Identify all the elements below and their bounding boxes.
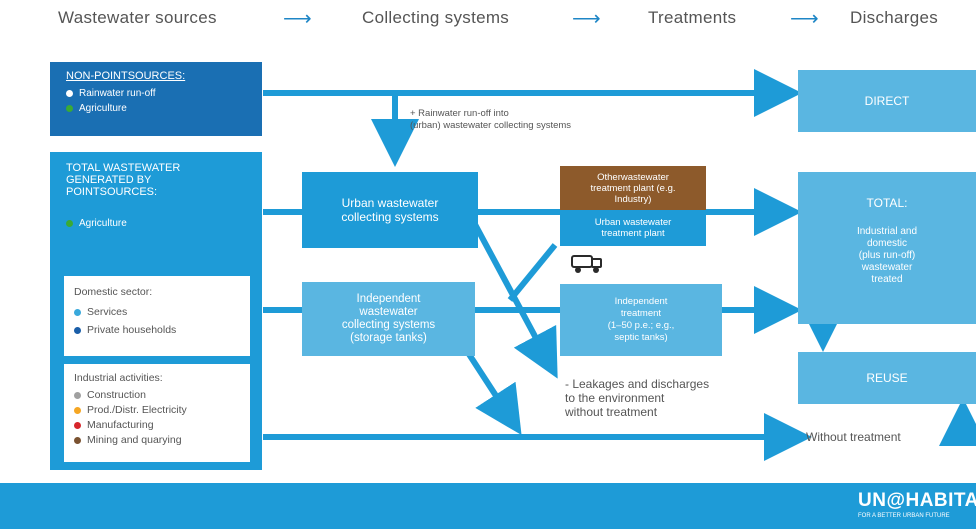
annotation-line: to the environment [565, 391, 665, 405]
annotation-line: - Leakages and discharges [565, 377, 710, 391]
green-dot-icon [66, 219, 73, 227]
red-dot-icon [74, 421, 81, 429]
un-habitat-logo: UN@HABITAT [858, 490, 976, 511]
direct-discharge-box: DIRECT [798, 70, 976, 132]
urban-collecting-box: Urban wastewater collecting systems [302, 172, 478, 248]
brown-dot-icon [74, 436, 81, 444]
industrial-panel: Industrial activities: Construction Prod… [64, 364, 250, 462]
box-line: Independent [614, 296, 668, 307]
truck-icon [571, 253, 603, 280]
box-line: wastewater [861, 262, 913, 273]
box-line: Industry) [614, 193, 652, 205]
box-line: treatment [620, 308, 662, 319]
domestic-sector-panel: Domestic sector: Services Private househ… [64, 276, 250, 356]
independent-collecting-box: Independent wastewater collecting system… [302, 282, 475, 356]
reuse-box: REUSE [798, 352, 976, 404]
industrial-item: Construction [87, 389, 146, 401]
box-line: domestic [866, 238, 907, 249]
nonpoint-sources-box: NON-POINTSOURCES: Rainwater run-off Agri… [50, 62, 262, 136]
header-collecting: Collecting systems [362, 8, 510, 27]
total-item: Agriculture [79, 218, 127, 229]
box-line: wastewater [359, 306, 418, 318]
box-line: Industrial and [856, 226, 918, 237]
total-title-line: POINTSOURCES: [66, 186, 158, 198]
orange-dot-icon [74, 406, 81, 414]
arrow-right-icon: ⟶ [790, 8, 819, 30]
total-title-line: TOTAL WASTEWATER [66, 162, 181, 174]
total-title-line: GENERATED BY [66, 174, 152, 186]
header-discharges: Discharges [850, 8, 939, 27]
nonpoint-item: Rainwater run-off [79, 88, 156, 99]
box-line: Urban wastewater [341, 196, 439, 210]
domestic-item: Private households [87, 324, 177, 336]
independent-treatment-box: Independent treatment (1–50 p.e.; e.g., … [560, 284, 722, 356]
box-line: (1–50 p.e.; e.g., [607, 320, 675, 331]
gray-dot-icon [74, 391, 81, 399]
box-line: Urban wastewater [594, 217, 672, 228]
annotation-line: + Rainwater run-off into [410, 108, 509, 119]
industrial-item: Prod./Distr. Electricity [87, 404, 187, 416]
green-dot-icon [66, 104, 73, 112]
box-line: treatment plant (e.g. [590, 182, 676, 194]
other-treatment-plant-box: Otherwastewater treatment plant (e.g. In… [560, 166, 706, 210]
arrow-leak-urban [467, 213, 558, 379]
footer-bar: UN@HABITAT FOR A BETTER URBAN FUTURE [0, 483, 976, 529]
direct-label: DIRECT [864, 94, 910, 108]
arrow-right-icon: ⟶ [283, 8, 312, 30]
box-line: Otherwastewater [597, 171, 669, 183]
rainwater-annotation: + Rainwater run-off into (urban) wastewa… [410, 108, 571, 132]
domestic-title: Domestic sector: [74, 286, 153, 298]
box-line: (plus run-off) [858, 250, 916, 261]
without-treatment-label: Without treatment [806, 430, 901, 444]
industrial-title: Industrial activities: [74, 372, 163, 384]
logo-tagline: FOR A BETTER URBAN FUTURE [858, 513, 950, 519]
header-sources: Wastewater sources [58, 8, 217, 27]
box-line: (storage tanks) [350, 332, 427, 344]
header-treatments: Treatments [648, 8, 737, 27]
annotation-line: without treatment [565, 405, 658, 419]
white-dot-icon [66, 89, 73, 97]
box-line: septic tanks) [614, 332, 668, 343]
box-line: collecting systems [341, 210, 439, 224]
box-line: treated [871, 274, 903, 285]
nonpoint-item: Agriculture [79, 103, 127, 114]
box-line: Independent [356, 293, 421, 305]
arrow-right-icon: ⟶ [572, 8, 601, 30]
annotation-line: (urban) wastewater collecting systems [410, 120, 572, 131]
leakages-annotation: - Leakages and discharges to the environ… [565, 377, 709, 419]
total-discharge-box: TOTAL: Industrial and domestic (plus run… [798, 172, 976, 324]
total-discharge-title: TOTAL: [866, 196, 908, 210]
arrow-urban-indeptreat [507, 243, 558, 302]
blue-dot-icon [74, 308, 81, 316]
reuse-label: REUSE [866, 371, 908, 385]
box-line: collecting systems [341, 319, 436, 331]
box-line: treatment plant [601, 228, 665, 239]
nonpoint-title: NON-POINTSOURCES: [66, 70, 186, 82]
industrial-item: Manufacturing [87, 419, 154, 431]
dark-blue-dot-icon [74, 326, 81, 334]
industrial-item: Mining and quarying [87, 434, 182, 446]
urban-treatment-plant-box: Urban wastewater treatment plant [560, 210, 706, 246]
domestic-item: Services [87, 306, 128, 318]
